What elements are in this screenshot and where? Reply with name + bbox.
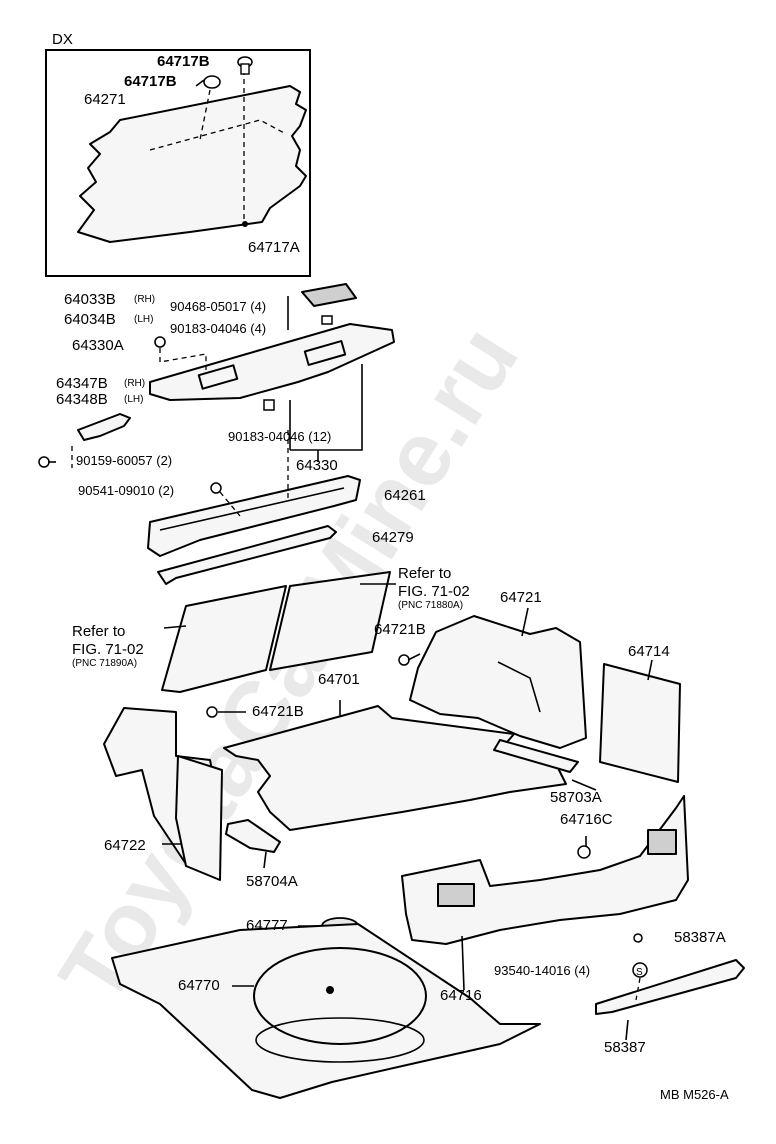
svg-text:S: S [636,967,643,978]
tray-opening-1 [197,364,239,390]
side-trim-64722-front [175,755,223,881]
tray-fastener-guide [159,348,207,370]
label-90159: 90159-60057 (2) [76,453,173,468]
footer-code: MB M526-A [660,1087,729,1102]
label-90183-b: 90183-04046 (12) [228,429,332,444]
label-93540: 93540-14016 (4) [494,963,591,978]
bracket-58703a [493,739,579,773]
label-64701: 64701 [318,671,360,688]
rear-trim-opening-right [647,829,677,855]
label-pnc-2: (PNC 71890A) [72,658,138,669]
spare-wheel-hub [326,986,334,994]
leader-64716 [461,935,465,991]
spare-wheel-well [253,947,427,1045]
label-rh-2: (RH) [124,378,146,389]
speaker-grille-64033b [301,283,357,307]
leader-64714 [647,659,653,681]
label-64722: 64722 [104,837,146,854]
screw-93540: S [632,962,648,978]
label-fig-1: FIG. 71-02 [398,583,470,600]
label-58387a: 58387A [674,929,726,946]
clip-58387a [633,933,643,943]
fastener-64330a [154,336,166,348]
trunk-mat-64701 [223,705,567,831]
label-64348b: 64348B [56,391,108,408]
weatherstrip-64279 [157,525,337,585]
label-90183-a: 90183-04046 (4) [170,321,267,336]
callout-64330 [289,364,363,462]
label-refer-1: Refer to [398,565,452,582]
label-lh-1: (LH) [134,314,154,325]
side-trim-detail [497,661,541,713]
side-trim-64721 [409,615,587,749]
dx-inset-frame [45,49,311,277]
trim-panel-fold-line [149,119,287,151]
screw-90541 [210,482,241,517]
label-64034b: 64034B [64,311,116,328]
label-64721b-left: 64721B [252,703,304,720]
clip-64721b-right [398,653,421,666]
leader-58387 [625,1019,629,1041]
tray-opening-2 [303,340,347,366]
label-64033b: 64033B [64,291,116,308]
clip-64716c [577,845,591,859]
screw-90159 [38,456,56,468]
bracket-64347b [77,413,131,441]
label-64717b-1: 64717B [157,53,210,70]
label-64721: 64721 [500,589,542,606]
trunk-trim-panel-64271 [77,85,307,243]
label-64770: 64770 [178,977,220,994]
label-64714: 64714 [628,643,670,660]
label-fig-2: FIG. 71-02 [72,641,144,658]
label-rh-1: (RH) [134,294,156,305]
clip-64717b-top [237,56,253,75]
leader-refer-2 [163,625,187,629]
label-90468: 90468-05017 (4) [170,299,267,314]
label-64717b-2: 64717B [124,73,177,90]
bracket-58704a [225,819,281,853]
cover-64714 [599,663,681,783]
label-refer-2: Refer to [72,623,126,640]
label-64271: 64271 [84,91,126,108]
trunk-panel-right [269,571,391,671]
clip-64721b-left [206,706,246,718]
leader-64721 [521,607,529,637]
spare-wheel-rim [255,1017,425,1063]
clip-64717b-side [195,75,221,89]
nut-90183-a [321,315,333,325]
clip-64717a [242,221,248,227]
scuff-plate-58387 [595,959,745,1015]
trunk-panel-left [161,585,287,693]
label-58703a: 58703A [550,789,602,806]
nut-90183-b [263,399,275,411]
scuff-plate-guide [635,977,641,1001]
label-64777: 64777 [246,917,288,934]
label-64261: 64261 [384,487,426,504]
label-58387: 58387 [604,1039,646,1056]
label-90541: 90541-09010 (2) [78,483,175,498]
rear-trim-64716 [401,795,689,945]
label-lh-2: (LH) [124,394,144,405]
label-64721b-right: 64721B [374,621,426,638]
label-64347b: 64347B [56,375,108,392]
label-58704a: 58704A [246,873,298,890]
label-64330a: 64330A [72,337,124,354]
rear-trim-opening-left [437,883,475,907]
label-64716c: 64716C [560,811,613,828]
label-64330: 64330 [296,457,338,474]
leader-58704a [263,851,267,869]
leader-58703a [571,779,597,791]
label-64716: 64716 [440,987,482,1004]
label-64717a: 64717A [248,239,300,256]
label-pnc-1: (PNC 71880A) [398,600,464,611]
label-64279: 64279 [372,529,414,546]
inset-label-dx: DX [52,31,73,48]
garnish-detail [159,487,345,531]
